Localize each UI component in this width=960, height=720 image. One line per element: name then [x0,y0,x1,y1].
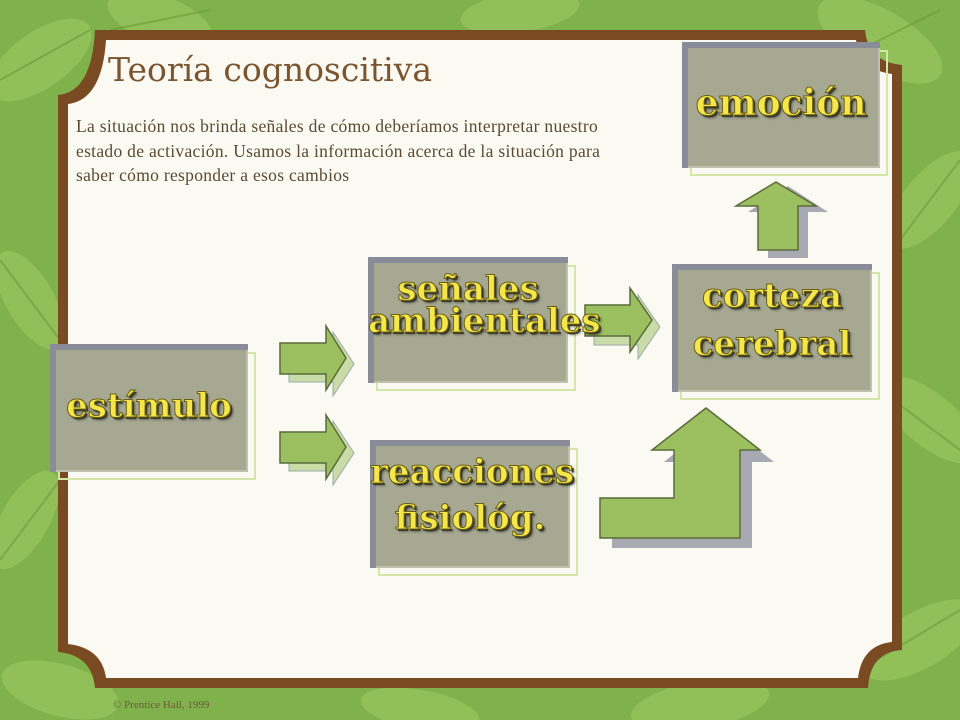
node-stimulus-label: estímulo [66,386,233,427]
node-environmental-cues: señales ambientales [368,257,601,391]
arrow-cues-to-cortex [584,285,661,361]
node-physiological: reacciones fisiológ. [370,440,578,576]
node-environmental-cues-line2: ambientales [368,301,601,342]
node-cortex-line2: cerebral [692,324,852,365]
slide-title: Teoría cognoscitiva [108,50,433,89]
node-physiological-line1: reacciones [370,452,575,493]
arrow-cortex-to-emotion [733,181,828,258]
node-environmental-cues-line1: señales [397,269,539,310]
node-emotion: emoción [682,42,888,176]
node-emotion-label: emoción [695,82,867,125]
node-cortex-line1: corteza [702,276,843,317]
arrow-physiological-to-cortex [599,407,774,548]
arrow-stimulus-to-physiological [279,412,355,487]
description-text: La situación nos brinda señales de cómo … [76,116,601,185]
arrow-stimulus-to-cues [279,323,355,398]
node-physiological-line2: fisiológ. [394,498,546,539]
node-stimulus: estímulo [50,344,256,480]
copyright-footer: © Prentice Hall, 1999 [113,699,210,711]
node-cortex: corteza cerebral [672,264,880,400]
